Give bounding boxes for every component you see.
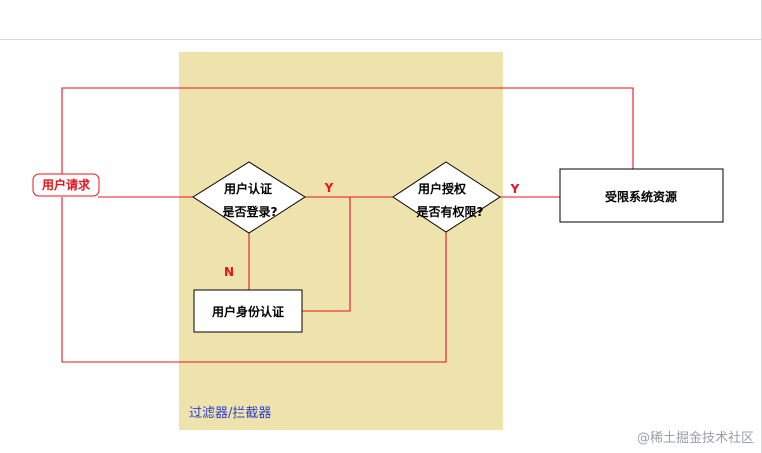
yes-label-auth: Y xyxy=(324,181,334,195)
identity-auth-label: 用户身份认证 xyxy=(211,304,284,319)
no-label: N xyxy=(224,265,234,279)
auth-decision-line2: 是否登录? xyxy=(222,204,278,219)
protected-resource-box xyxy=(559,168,724,223)
watermark: @稀土掘金技术社区 xyxy=(636,431,754,446)
yes-label-authz: Y xyxy=(510,182,520,196)
authz-decision-line2: 是否有权限? xyxy=(416,204,484,219)
filter-zone-label: 过滤器/拦截器 xyxy=(189,406,271,421)
auth-decision-line1: 用户认证 xyxy=(223,181,272,196)
user-request-label: 用户请求 xyxy=(41,177,91,192)
identity-auth-box xyxy=(193,289,303,333)
top-header-band xyxy=(0,0,762,40)
authz-decision-line1: 用户授权 xyxy=(417,181,467,196)
protected-resource-label: 受限系统资源 xyxy=(605,189,677,204)
flow-lines xyxy=(61,87,634,363)
identity-return-line xyxy=(302,197,351,312)
resource-return-loop xyxy=(61,87,634,176)
filter-zone xyxy=(179,52,503,430)
auth-decision-diamond xyxy=(192,161,306,234)
authz-decision-diamond xyxy=(392,161,501,233)
user-request-node xyxy=(32,173,100,197)
authz-return-loop xyxy=(61,197,447,363)
